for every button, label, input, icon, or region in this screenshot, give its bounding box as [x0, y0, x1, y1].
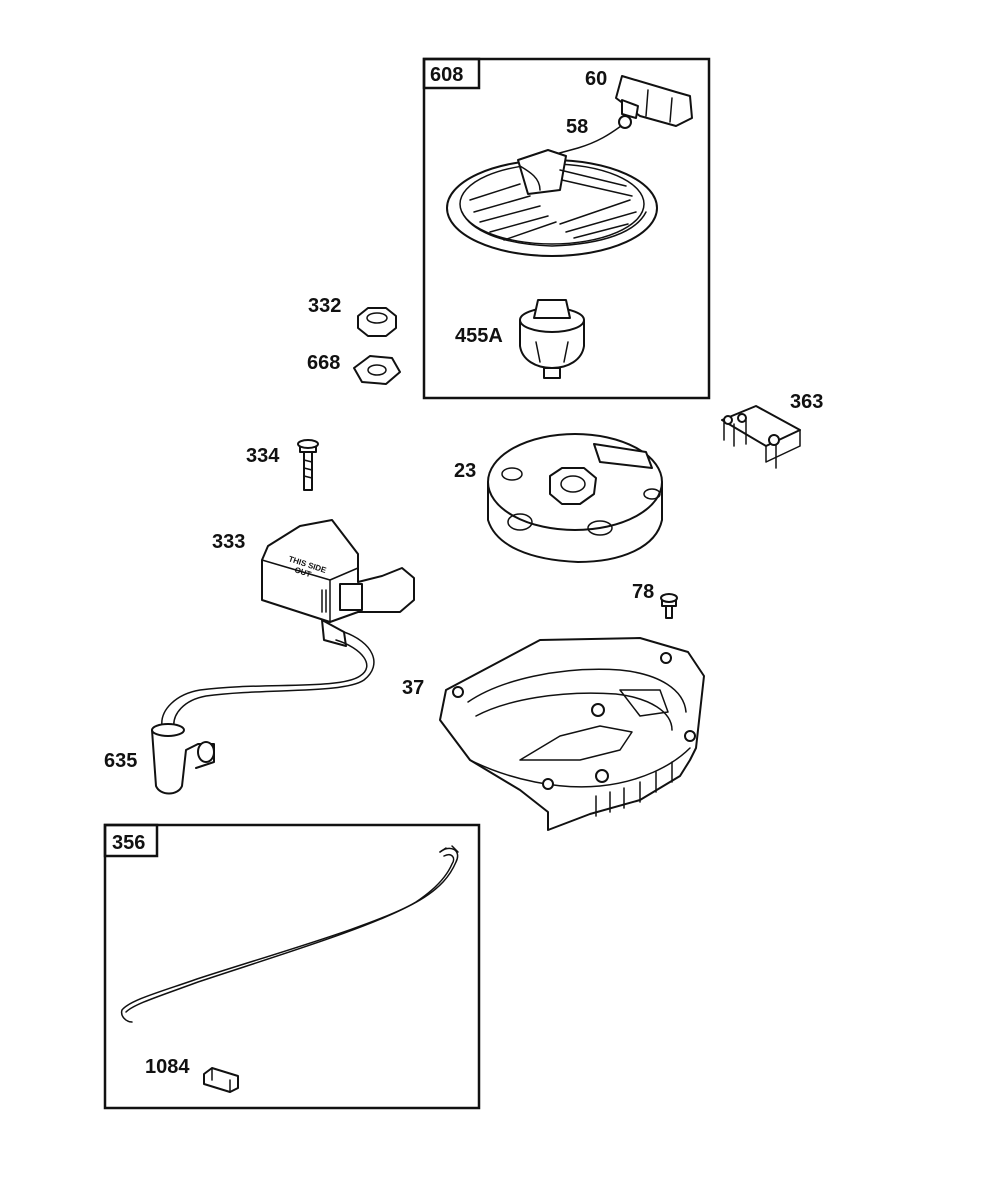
callout-flywheel: 23 — [454, 460, 476, 482]
washer-part — [353, 355, 401, 385]
harness-box-tab — [103, 823, 159, 858]
harness-box-label: 356 — [112, 832, 145, 854]
callout-ignition-coil: 333 — [212, 531, 245, 553]
callout-rope: 58 — [566, 116, 588, 138]
callout-connector: 1084 — [145, 1056, 190, 1078]
spark-plug-lead-part — [151, 619, 375, 795]
callout-cup: 455A — [455, 325, 503, 347]
recoil-starter-group: 608 60 58 45 — [422, 57, 711, 400]
harness-wire-part — [120, 845, 459, 1023]
blower-housing-part — [439, 637, 705, 831]
screw-78-part — [660, 593, 678, 619]
recoil-housing-part — [446, 149, 658, 257]
callout-nut: 332 — [308, 295, 341, 317]
harness-box-frame — [103, 823, 481, 1110]
callout-screw-334: 334 — [246, 445, 280, 467]
recoil-box-label: 608 — [430, 64, 463, 86]
callout-screw-78: 78 — [632, 581, 654, 603]
starter-cup-part — [519, 299, 585, 379]
callout-blower-housing: 37 — [402, 677, 424, 699]
callout-bracket: 363 — [790, 391, 823, 413]
ignition-coil-part: THIS SIDE OUT — [261, 519, 415, 623]
callout-washer: 668 — [307, 352, 340, 374]
recoil-box-frame — [422, 57, 711, 400]
flywheel-part — [487, 433, 663, 563]
bracket-part — [721, 405, 801, 469]
nut-part — [357, 307, 397, 337]
recoil-box-tab — [422, 57, 481, 90]
callout-handle: 60 — [585, 68, 607, 90]
connector-part — [203, 1067, 239, 1093]
harness-group: 356 1084 — [103, 823, 481, 1110]
callout-spark-plug-boot: 635 — [104, 750, 137, 772]
starter-handle-part — [615, 75, 693, 127]
screw-334-part — [297, 439, 319, 491]
